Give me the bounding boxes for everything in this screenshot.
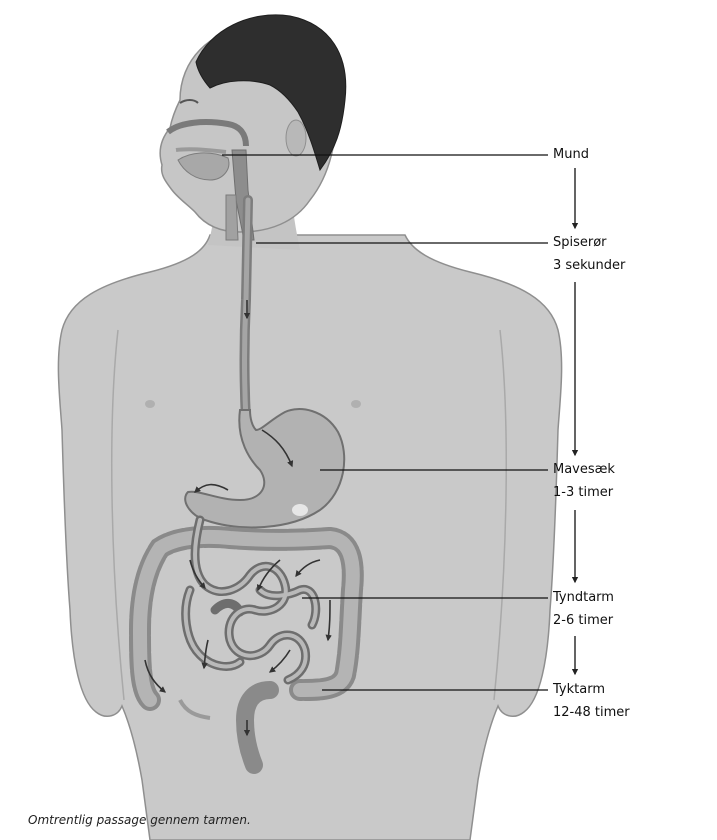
label-spiseror-name: Spiserør	[553, 231, 625, 254]
label-mund: Mund	[553, 143, 589, 166]
label-spiseror: Spiserør 3 sekunder	[553, 231, 625, 277]
label-tyndtarm-time: 2-6 timer	[553, 609, 614, 632]
label-tyktarm-name: Tyktarm	[553, 678, 630, 701]
label-mavesaek-name: Mavesæk	[553, 458, 615, 481]
label-tyndtarm: Tyndtarm 2-6 timer	[553, 586, 614, 632]
right-nipple	[351, 400, 361, 408]
trachea	[226, 195, 238, 240]
label-mavesaek: Mavesæk 1-3 timer	[553, 458, 615, 504]
label-tyndtarm-name: Tyndtarm	[553, 586, 614, 609]
label-mund-name: Mund	[553, 143, 589, 166]
stomach-highlight	[292, 504, 308, 516]
label-tyktarm-time: 12-48 timer	[553, 701, 630, 724]
label-mavesaek-time: 1-3 timer	[553, 481, 615, 504]
label-tyktarm: Tyktarm 12-48 timer	[553, 678, 630, 724]
figure-caption: Omtrentlig passage gennem tarmen.	[28, 813, 251, 827]
ear	[286, 120, 306, 156]
head	[160, 15, 346, 240]
label-spiseror-time: 3 sekunder	[553, 254, 625, 277]
left-nipple	[145, 400, 155, 408]
